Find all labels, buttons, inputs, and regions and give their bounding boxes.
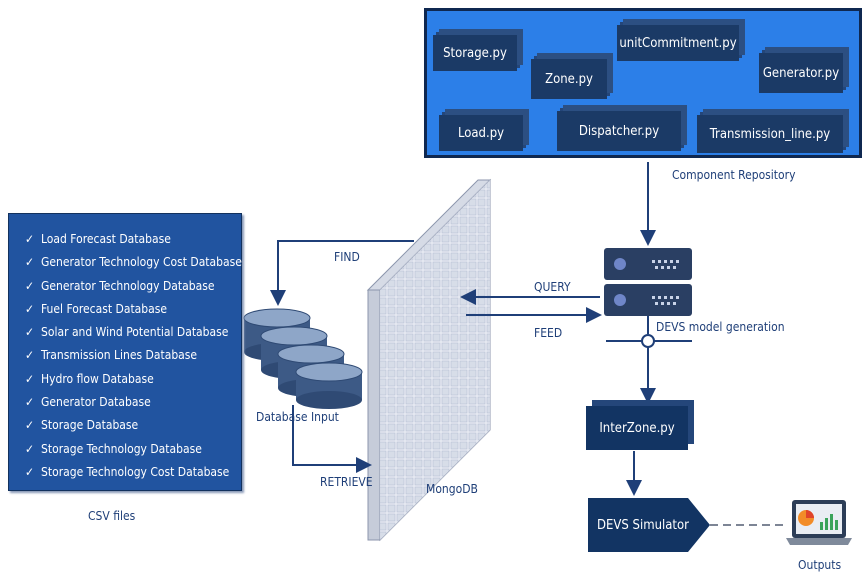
retrieve-label: RETRIEVE bbox=[320, 475, 373, 489]
csv-item: ✓Generator Technology Cost Database bbox=[25, 251, 242, 274]
module-zone: Zone.py bbox=[531, 59, 607, 99]
csv-item: ✓Load Forecast Database bbox=[25, 228, 241, 251]
module-storage: Storage.py bbox=[433, 35, 517, 71]
database-cylinders-icon bbox=[243, 308, 363, 409]
component-repository-panel: Storage.py unitCommitment.py Zone.py Gen… bbox=[424, 8, 862, 158]
devs-simulator-shape bbox=[588, 498, 710, 552]
csv-database-list-panel: ✓Load Forecast Database ✓Generator Techn… bbox=[8, 213, 242, 491]
mongodb-label: MongoDB bbox=[426, 482, 478, 496]
interzone-module: InterZone.py bbox=[586, 406, 688, 450]
check-icon: ✓ bbox=[25, 301, 35, 316]
check-icon: ✓ bbox=[25, 348, 35, 363]
database-input-label: Database Input bbox=[256, 410, 339, 424]
module-generator: Generator.py bbox=[759, 53, 843, 93]
csv-item: ✓Transmission Lines Database bbox=[25, 344, 241, 367]
module-dispatcher: Dispatcher.py bbox=[557, 111, 681, 151]
csv-item: ✓Generator Database bbox=[25, 391, 241, 414]
mongodb-grid-wall bbox=[366, 178, 492, 542]
check-icon: ✓ bbox=[25, 418, 35, 433]
check-icon: ✓ bbox=[25, 325, 35, 340]
check-icon: ✓ bbox=[25, 255, 35, 270]
find-label: FIND bbox=[334, 250, 360, 264]
component-repository-label: Component Repository bbox=[672, 168, 796, 182]
csv-item: ✓Fuel Forecast Database bbox=[25, 298, 241, 321]
csv-item: ✓Storage Technology Database bbox=[25, 438, 241, 461]
devs-model-generation-label: DEVS model generation bbox=[656, 320, 785, 334]
csv-item: ✓Storage Database bbox=[25, 414, 241, 437]
check-icon: ✓ bbox=[25, 464, 35, 479]
find-arrow bbox=[270, 240, 414, 306]
module-unit-commitment: unitCommitment.py bbox=[617, 25, 739, 61]
check-icon: ✓ bbox=[25, 232, 35, 246]
module-transmission-line: Transmission_line.py bbox=[697, 115, 843, 153]
csv-item: ✓Storage Technology Cost Database bbox=[25, 461, 241, 484]
csv-item: ✓Solar and Wind Potential Database bbox=[25, 321, 241, 344]
check-icon: ✓ bbox=[25, 395, 35, 410]
csv-files-label: CSV files bbox=[88, 509, 136, 523]
query-label: QUERY bbox=[534, 280, 571, 294]
csv-item: ✓Hydro flow Database bbox=[25, 368, 241, 391]
check-icon: ✓ bbox=[25, 278, 35, 293]
devs-simulator-label: DEVS Simulator bbox=[597, 517, 689, 533]
check-icon: ✓ bbox=[25, 441, 35, 456]
outputs-label: Outputs bbox=[798, 558, 842, 572]
server-icon bbox=[604, 248, 692, 316]
feed-label: FEED bbox=[534, 326, 563, 340]
check-icon: ✓ bbox=[25, 371, 35, 386]
retrieve-arrow bbox=[292, 405, 372, 473]
module-load: Load.py bbox=[439, 115, 523, 151]
junction-node bbox=[641, 334, 655, 348]
csv-item: ✓Generator Technology Database bbox=[25, 275, 241, 298]
laptop-outputs-icon bbox=[786, 500, 852, 545]
